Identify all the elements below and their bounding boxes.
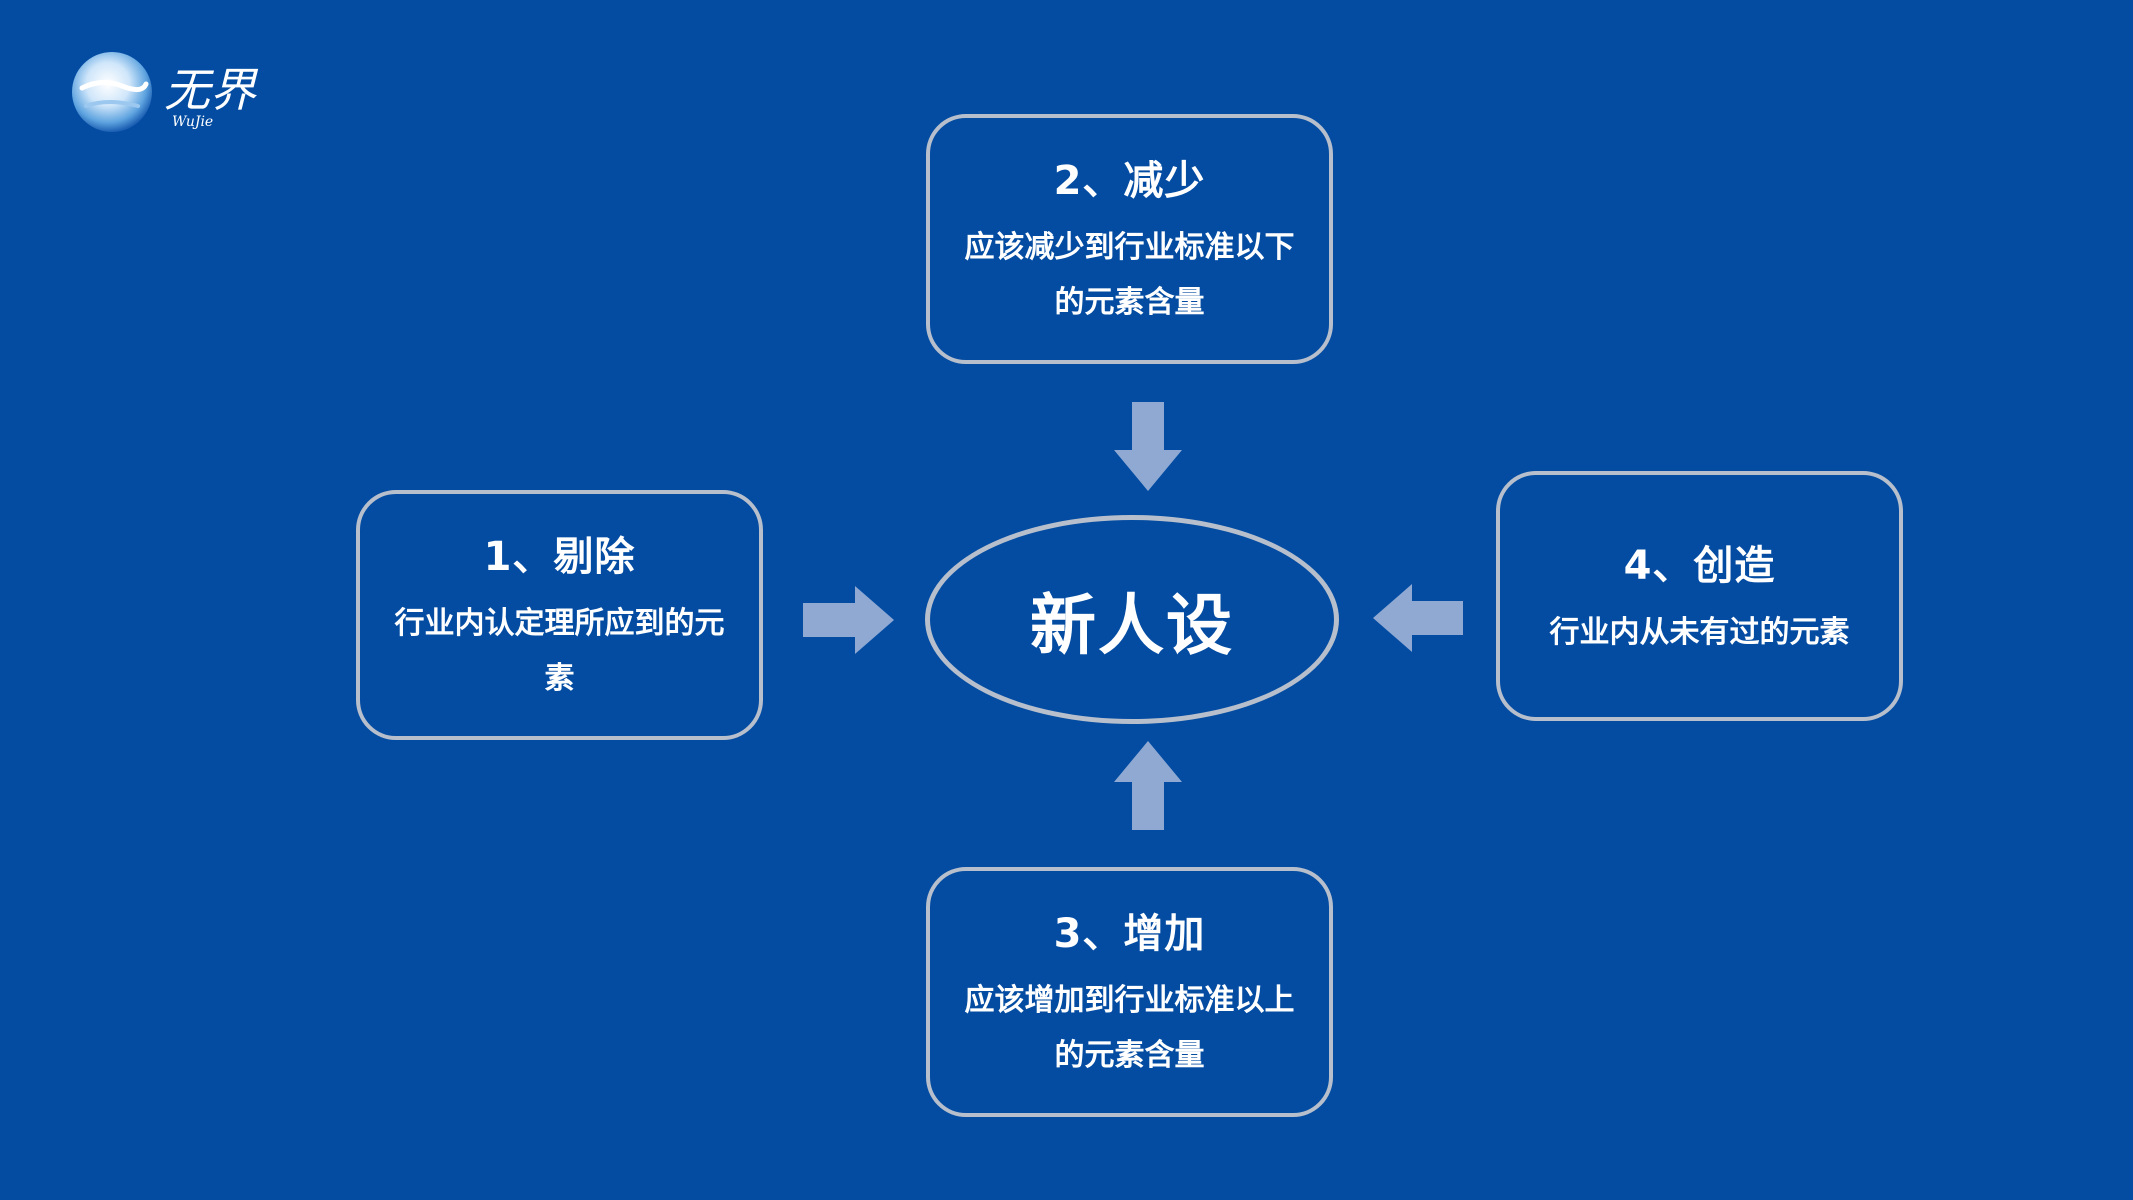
box-raise-desc-line1: 应该增加到行业标准以上 [964,983,1295,1018]
box-eliminate: 1、剔除 行业内认定理所应到的元 素 [356,490,763,740]
box-raise-title: 3、增加 [1053,911,1206,957]
arrow-up-icon [1114,741,1182,830]
box-create-title: 4、创造 [1623,542,1776,589]
logo-text: 无界 [164,63,259,117]
box-raise-desc-line2: 的元素含量 [1054,1038,1205,1073]
box-reduce: 2、减少 应该减少到行业标准以下 的元素含量 [926,114,1333,364]
box-eliminate-desc-line2: 素 [544,661,575,696]
box-create-desc-line1: 行业内从未有过的元素 [1549,614,1850,650]
center-ellipse: 新人设 [925,515,1339,724]
arrow-right-icon [803,586,894,654]
logo-globe-icon [72,52,152,132]
box-reduce-title: 2、减少 [1053,158,1206,204]
logo-subtext: WuJie [172,114,213,130]
box-eliminate-desc: 行业内认定理所应到的元 素 [365,596,755,706]
wujie-logo: 无界 WuJie [72,52,259,132]
box-reduce-desc-line1: 应该减少到行业标准以下 [964,230,1295,265]
box-create-desc: 行业内从未有过的元素 [1520,605,1880,660]
center-label: 新人设 [1030,586,1234,664]
box-raise-desc: 应该增加到行业标准以上 的元素含量 [935,973,1325,1083]
box-reduce-desc: 应该减少到行业标准以下 的元素含量 [935,220,1325,330]
arrow-left-icon [1373,584,1463,652]
arrow-down-icon [1114,402,1182,491]
box-eliminate-title: 1、剔除 [483,534,636,580]
box-raise: 3、增加 应该增加到行业标准以上 的元素含量 [926,867,1333,1117]
box-create: 4、创造 行业内从未有过的元素 [1496,471,1903,721]
box-reduce-desc-line2: 的元素含量 [1054,285,1205,320]
box-eliminate-desc-line1: 行业内认定理所应到的元 [394,606,725,641]
